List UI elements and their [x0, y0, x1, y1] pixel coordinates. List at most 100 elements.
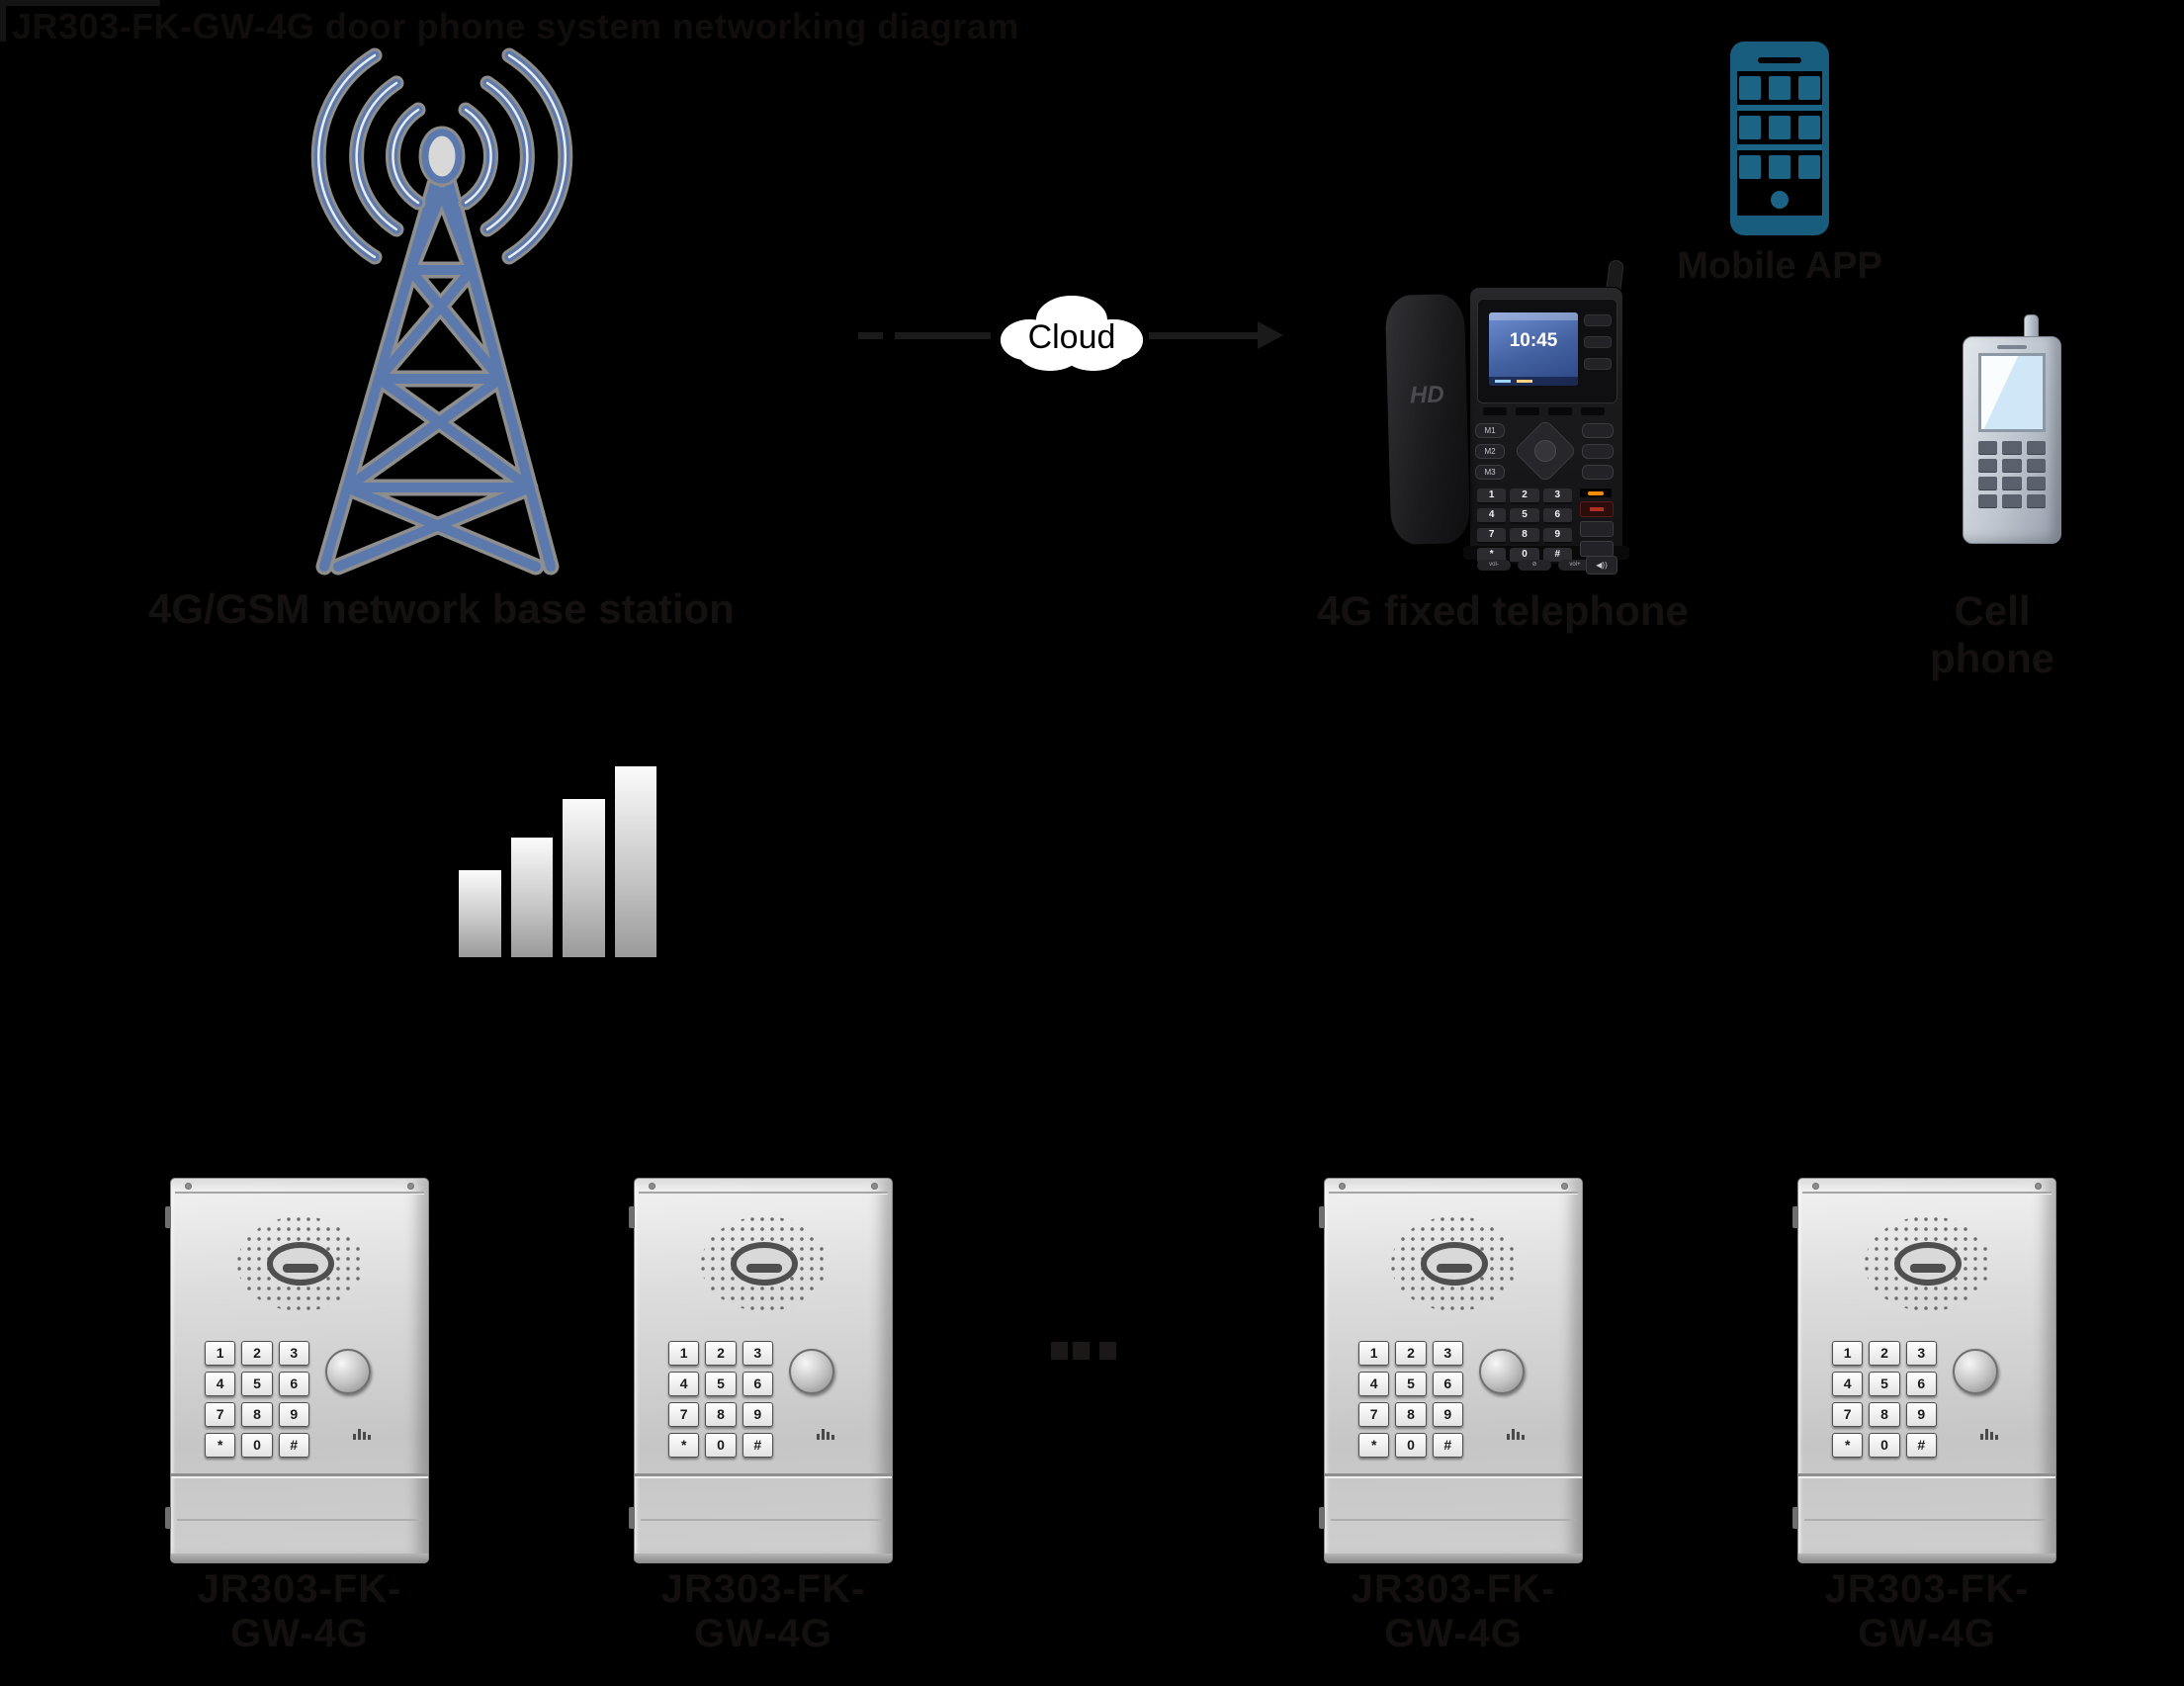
keypad-key: 2	[705, 1341, 737, 1366]
connector-line	[858, 332, 883, 339]
keypad-key: #	[278, 1433, 309, 1458]
phone-speaker-slot	[1758, 57, 1801, 63]
cloud-label: Cloud	[1027, 318, 1116, 356]
keypad-key: 8	[705, 1402, 737, 1427]
keypad-key: 8	[241, 1402, 273, 1427]
intercom-label: JR303-FK-GW-4G	[1824, 1567, 2030, 1655]
signal-bar	[563, 799, 605, 957]
page-title: JR303-FK-GW-4G door phone system network…	[12, 6, 1019, 46]
hd-logo: HD	[1409, 381, 1445, 409]
keypad-key: 3	[742, 1341, 773, 1366]
keypad-key: 1	[1358, 1341, 1390, 1366]
cell-phone-icon	[1963, 314, 2061, 544]
keypad-key: 1	[1832, 1341, 1864, 1366]
handset-emblem-icon	[1421, 1242, 1488, 1286]
keypad-key: 5	[1395, 1372, 1427, 1396]
intercom-label: JR303-FK-GW-4G	[197, 1567, 402, 1655]
keypad-key: 5	[1869, 1372, 1900, 1396]
screw-icon	[1561, 1183, 1568, 1190]
dial-key: 6	[1542, 508, 1572, 524]
handset: HD	[1384, 293, 1471, 546]
memory-key: M3	[1475, 465, 1505, 480]
connector-line	[1149, 332, 1258, 339]
cloud-icon	[997, 292, 1147, 375]
keypad-key: #	[1432, 1433, 1463, 1458]
hangup-key	[1580, 501, 1614, 517]
speaker-grille	[1865, 1216, 1991, 1311]
tower-label: 4G/GSM network base station	[148, 585, 735, 632]
keypad-key: 4	[1358, 1372, 1390, 1396]
volume-key: vol-	[1477, 560, 1511, 571]
speakerphone-key: ◀))	[1586, 556, 1617, 575]
dial-key: 9	[1542, 528, 1572, 544]
phone-screen	[1737, 71, 1822, 184]
smartphone-app-icon	[1730, 42, 1829, 235]
call-button	[1953, 1349, 1998, 1394]
volume-key: vol+	[1558, 560, 1592, 571]
keypad-key: 9	[1905, 1402, 1937, 1427]
memory-key: M2	[1475, 444, 1505, 459]
dial-key: 4	[1477, 508, 1507, 524]
keypad-key: 8	[1395, 1402, 1427, 1427]
screw-icon	[2035, 1183, 2042, 1190]
dial-key: 1	[1477, 488, 1507, 504]
call-button	[789, 1349, 834, 1394]
keypad-key: *	[668, 1433, 700, 1458]
ip-phone-label: 4G fixed telephone	[1317, 587, 1689, 634]
keypad-key: 4	[668, 1372, 700, 1396]
keypad-key: 8	[1869, 1402, 1900, 1427]
mic-icon	[1507, 1428, 1525, 1440]
arrow-right-icon	[1258, 321, 1283, 349]
keypad-key: 0	[705, 1433, 737, 1458]
keypad-key: *	[205, 1433, 236, 1458]
radio-waves-icon	[310, 47, 573, 265]
speaker-grille	[1391, 1216, 1518, 1311]
keypad-key: 6	[1905, 1372, 1937, 1396]
cell-phone-label: Cell phone	[1930, 587, 2054, 681]
mobile-app-label: Mobile APP	[1677, 245, 1882, 287]
keypad-key: *	[1832, 1433, 1864, 1458]
screw-icon	[871, 1183, 878, 1190]
dial-key: 7	[1477, 528, 1507, 544]
keypad-key: 0	[241, 1433, 273, 1458]
call-button	[325, 1349, 371, 1394]
keypad-key: *	[1358, 1433, 1390, 1458]
memory-key: M1	[1475, 423, 1505, 438]
speaker-grille	[237, 1216, 364, 1311]
keypad-key: 5	[705, 1372, 737, 1396]
home-button-icon	[1771, 191, 1789, 209]
dial-key: 8	[1510, 528, 1539, 544]
screw-icon	[1339, 1183, 1346, 1190]
handset-emblem-icon	[267, 1242, 334, 1286]
keypad-key: 4	[205, 1372, 236, 1396]
navigation-pad	[1513, 418, 1578, 484]
ellipsis-dot	[1099, 1342, 1116, 1360]
mic-icon	[1980, 1428, 1998, 1440]
dial-key: 2	[1510, 488, 1539, 504]
connector-line	[0, 0, 160, 6]
signal-bar	[614, 766, 656, 957]
keypad-key: 6	[1432, 1372, 1463, 1396]
keypad-key: #	[742, 1433, 773, 1458]
keypad-key: 6	[278, 1372, 309, 1396]
intercom-label: JR303-FK-GW-4G	[660, 1567, 866, 1655]
earpiece	[1997, 345, 2027, 349]
volume-key: ⊘	[1518, 560, 1551, 571]
keypad-key: #	[1905, 1433, 1937, 1458]
handset-emblem-icon	[1894, 1242, 1962, 1286]
keypad-key: 7	[1358, 1402, 1390, 1427]
keypad-key: 7	[668, 1402, 700, 1427]
keypad-key: 5	[241, 1372, 273, 1396]
screw-icon	[649, 1183, 655, 1190]
signal-bar	[459, 870, 501, 957]
mic-icon	[817, 1428, 834, 1440]
dial-key: 3	[1542, 488, 1572, 504]
keypad-key: 0	[1869, 1433, 1900, 1458]
screw-icon	[407, 1183, 414, 1190]
screw-icon	[185, 1183, 192, 1190]
